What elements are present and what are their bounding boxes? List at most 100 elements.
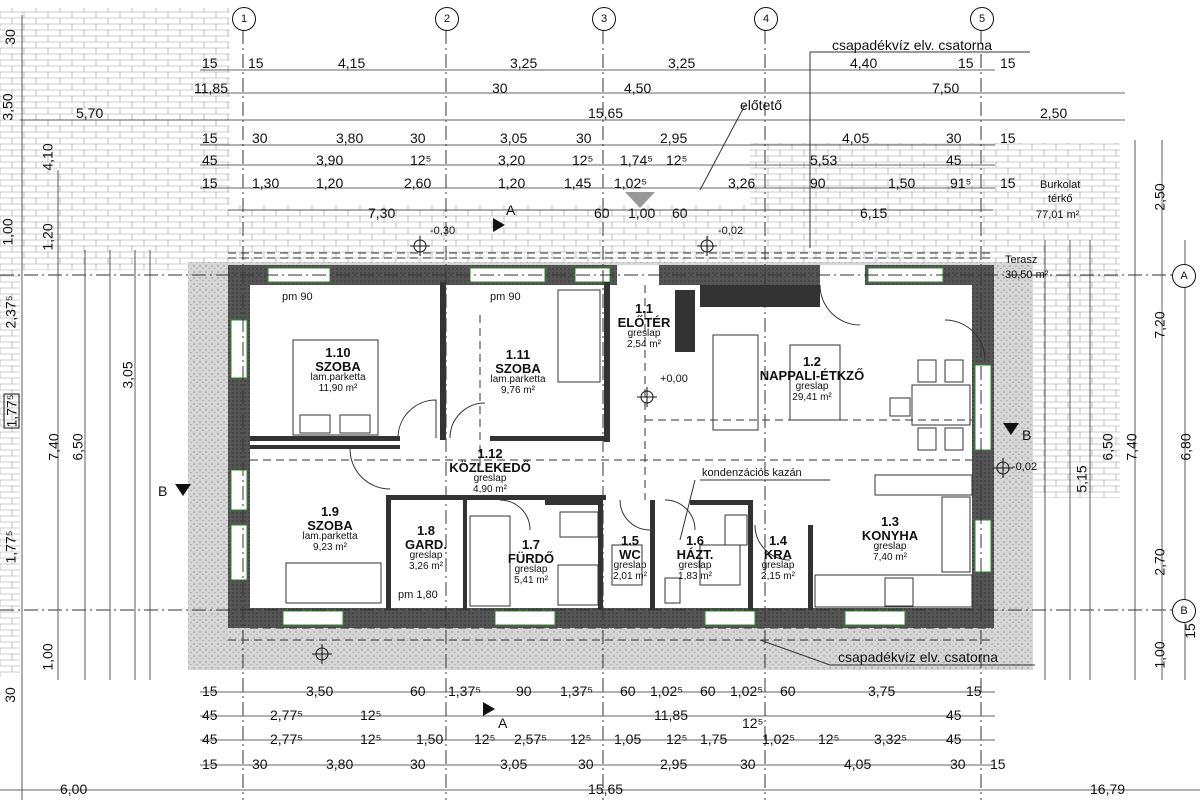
dim-t5-h: 5,53	[810, 152, 838, 168]
dim-t4-d: 30	[410, 130, 426, 146]
dim-b3-g: 12⁵	[570, 731, 592, 747]
dim-t4-h: 4,05	[842, 130, 870, 146]
dim-t4-e: 3,05	[500, 130, 528, 146]
dim-b1-m: 15	[966, 683, 982, 699]
door-pm-2: pm 90	[490, 291, 521, 303]
dim-t7-d: 60	[672, 205, 688, 221]
dim-b2-c: 12⁵	[360, 707, 382, 723]
dim-b3-l: 12⁵	[818, 731, 840, 747]
dim-t6-c: 1,20	[316, 175, 344, 191]
dim-t4-a: 15	[202, 130, 218, 146]
door-pm-1: pm 90	[282, 291, 313, 303]
dim-l-7: 1,77⁵	[3, 393, 20, 429]
dim-l-11: 1,77⁵	[2, 530, 19, 564]
dim-b3-e: 12⁵	[474, 731, 496, 747]
dim-b1-c: 60	[410, 683, 426, 699]
section-b-left: B	[158, 483, 168, 499]
dim-b3-f: 2,57⁵	[514, 731, 548, 747]
door-swings	[349, 284, 986, 561]
dim-b1-j: 1,02⁵	[730, 683, 764, 699]
dim-t1-b: 15	[248, 55, 264, 71]
dim-r-4: 6,80	[1177, 433, 1194, 461]
dim-t2-b: 30	[492, 80, 508, 96]
dim-b1-i: 60	[700, 683, 716, 699]
dim-t4-b: 30	[252, 130, 268, 146]
dim-t3-c: 2,50	[1040, 105, 1068, 121]
dim-r-8: 1,00	[1151, 641, 1168, 669]
dim-t6-l: 15	[1000, 175, 1016, 191]
dim-t1-d: 3,25	[510, 55, 538, 71]
dim-l-5: 1,20	[39, 223, 56, 251]
dim-t1-f: 4,40	[850, 55, 878, 71]
dim-b2-b: 2,77⁵	[270, 707, 304, 723]
dim-t5-i: 45	[946, 152, 962, 168]
dim-t7-a: 7,30	[368, 205, 396, 221]
section-arrows	[175, 218, 1019, 716]
dim-t4-j: 15	[1000, 130, 1016, 146]
dim-b3-d: 1,50	[416, 731, 444, 747]
dim-b4-j: 30	[950, 756, 966, 772]
dim-b3-j: 1,75	[700, 731, 728, 747]
gutter-label-bottom: csapadékvíz elv. csatorna	[838, 649, 999, 665]
dim-b3-h: 1,05	[614, 731, 642, 747]
dim-l-9: 6,50	[69, 433, 86, 461]
canopy-label: előtető	[740, 97, 783, 113]
dim-b4-b: 30	[252, 756, 268, 772]
dim-b3-a: 45	[202, 731, 218, 747]
axis-marker-1: 1	[232, 7, 256, 31]
dim-b4-g: 2,95	[660, 756, 688, 772]
axis-marker-4: 4	[754, 7, 778, 31]
dim-b3-k: 1,02⁵	[762, 731, 796, 747]
dim-t4-g: 2,95	[660, 130, 688, 146]
dim-t5-c: 12⁵	[410, 152, 432, 168]
door-pm-3: pm 1,80	[398, 589, 438, 601]
dim-t6-e: 1,20	[498, 175, 526, 191]
dim-t6-k: 91⁵	[950, 175, 972, 191]
dim-t1-h: 15	[1000, 55, 1016, 71]
terrace-area: 30,50 m²	[1005, 269, 1049, 281]
dim-l-6: 2,37⁵	[2, 295, 19, 329]
dim-t7-e: 6,15	[860, 205, 888, 221]
dim-l-3: 4,10	[39, 143, 56, 171]
dim-t6-b: 1,30	[252, 175, 280, 191]
level-minus-02b: -0,02	[1012, 461, 1038, 473]
dim-b5-b: 15,65	[588, 781, 624, 797]
dim-t5-b: 3,90	[316, 152, 344, 168]
furniture	[285, 289, 973, 608]
dimension-lines	[0, 15, 1200, 800]
axis-marker-2: 2	[435, 7, 459, 31]
dim-l-10: 3,05	[119, 361, 136, 389]
axis-lines	[0, 30, 1200, 800]
paving-left-strip	[0, 262, 20, 677]
dim-t1-c: 4,15	[338, 55, 366, 71]
axis-marker-b: B	[1172, 599, 1196, 623]
dim-b1-l: 3,75	[868, 683, 896, 699]
dim-t2-a: 11,85	[194, 80, 228, 96]
paving-type: térkő	[1048, 193, 1073, 205]
dim-t5-f: 1,74⁵	[620, 152, 654, 168]
dim-b1-a: 15	[202, 683, 218, 699]
dim-r-6: 5,15	[1073, 465, 1090, 493]
dim-b1-d: 1,37⁵	[448, 683, 482, 699]
dim-b4-f: 30	[578, 756, 594, 772]
dim-t6-f: 1,45	[564, 175, 592, 191]
dim-b1-g: 60	[620, 683, 636, 699]
dim-b1-k: 60	[780, 683, 796, 699]
dim-b1-f: 1,37⁵	[560, 683, 594, 699]
dim-b4-a: 15	[202, 756, 218, 772]
gutter-label-top: csapadékvíz elv. csatorna	[832, 37, 993, 53]
dim-l-12: 1,00	[39, 643, 56, 671]
dim-b4-k: 15	[990, 756, 1006, 772]
boiler-label: kondenzációs kazán	[702, 467, 802, 479]
dim-r-9: 15	[1181, 623, 1198, 639]
level-minus-30: -0,30	[430, 225, 456, 237]
leader-lines	[679, 51, 1035, 666]
